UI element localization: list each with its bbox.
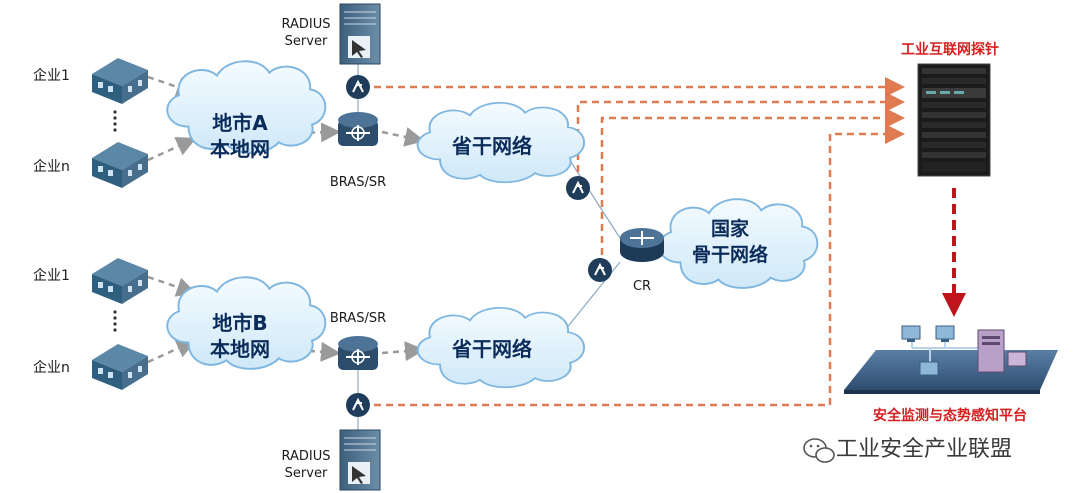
server-icon bbox=[339, 3, 381, 65]
cloud-city-b-label-2: 本地网 bbox=[210, 337, 270, 361]
enterprise-an-label: 企业n bbox=[33, 158, 70, 175]
ellipsis-dots bbox=[113, 310, 117, 332]
radius-bottom-label-2: Server bbox=[285, 466, 328, 481]
bras-router-b: BRAS/SR bbox=[330, 311, 386, 370]
cr-label: CR bbox=[633, 279, 651, 294]
enterprise-bn-label: 企业n bbox=[33, 359, 70, 376]
router-icon bbox=[338, 336, 378, 370]
enterprise-group-b: 企业1 企业n bbox=[33, 258, 148, 390]
splitter-icon bbox=[588, 258, 612, 282]
bras-a-label: BRAS/SR bbox=[330, 175, 386, 190]
server-icon bbox=[977, 329, 1027, 373]
enterprise-group-a: 企业1 企业n bbox=[33, 58, 148, 188]
probe-label: 工业互联网探针 bbox=[901, 41, 999, 58]
cloud-city-a-label-2: 本地网 bbox=[210, 137, 270, 161]
monitoring-platform: 安全监测与态势感知平台 bbox=[844, 325, 1058, 424]
router-icon bbox=[620, 228, 664, 262]
workstation-icon bbox=[919, 361, 939, 378]
splitter-icon bbox=[346, 75, 370, 99]
core-router-cr: CR bbox=[620, 228, 664, 294]
watermark: 工业安全产业联盟 bbox=[803, 437, 1012, 463]
radius-server-top: RADIUS Server bbox=[281, 3, 381, 65]
enterprise-b1-label: 企业1 bbox=[33, 267, 70, 284]
splitter-icon bbox=[346, 393, 370, 417]
router-icon bbox=[338, 112, 378, 146]
platform-label: 安全监测与态势感知平台 bbox=[873, 407, 1027, 424]
bras-router-a: BRAS/SR bbox=[330, 112, 386, 190]
rack-icon bbox=[917, 63, 991, 177]
server-icon bbox=[339, 429, 381, 491]
building-icon bbox=[92, 258, 148, 304]
cloud-national-label-1: 国家 bbox=[711, 217, 750, 240]
cloud-national-label-2: 骨干网络 bbox=[692, 243, 768, 266]
watermark-text: 工业安全产业联盟 bbox=[836, 437, 1012, 462]
cloud-city-a-label-1: 地市A bbox=[212, 111, 268, 135]
enterprise-a1-label: 企业1 bbox=[33, 67, 70, 84]
building-icon bbox=[92, 142, 148, 188]
radius-server-bottom: RADIUS Server bbox=[281, 429, 381, 491]
workstation-icon bbox=[901, 325, 921, 342]
radius-top-label-1: RADIUS bbox=[281, 17, 330, 32]
workstation-icon bbox=[935, 325, 955, 342]
radius-bottom-label-1: RADIUS bbox=[281, 449, 330, 464]
cloud-backbone-a-label: 省干网络 bbox=[451, 134, 532, 158]
cloud-backbone-b-label: 省干网络 bbox=[451, 337, 532, 361]
mirror-links bbox=[374, 77, 905, 407]
splitter-icons bbox=[346, 75, 612, 417]
wechat-icon bbox=[803, 438, 835, 463]
building-icon bbox=[92, 58, 148, 104]
probe-device: 工业互联网探针 bbox=[901, 41, 999, 177]
cloud-city-b-label-1: 地市B bbox=[212, 311, 267, 335]
radius-top-label-2: Server bbox=[285, 34, 328, 49]
building-icon bbox=[92, 344, 148, 390]
splitter-icon bbox=[566, 176, 590, 200]
bras-b-label: BRAS/SR bbox=[330, 311, 386, 326]
ellipsis-dots bbox=[113, 110, 117, 132]
